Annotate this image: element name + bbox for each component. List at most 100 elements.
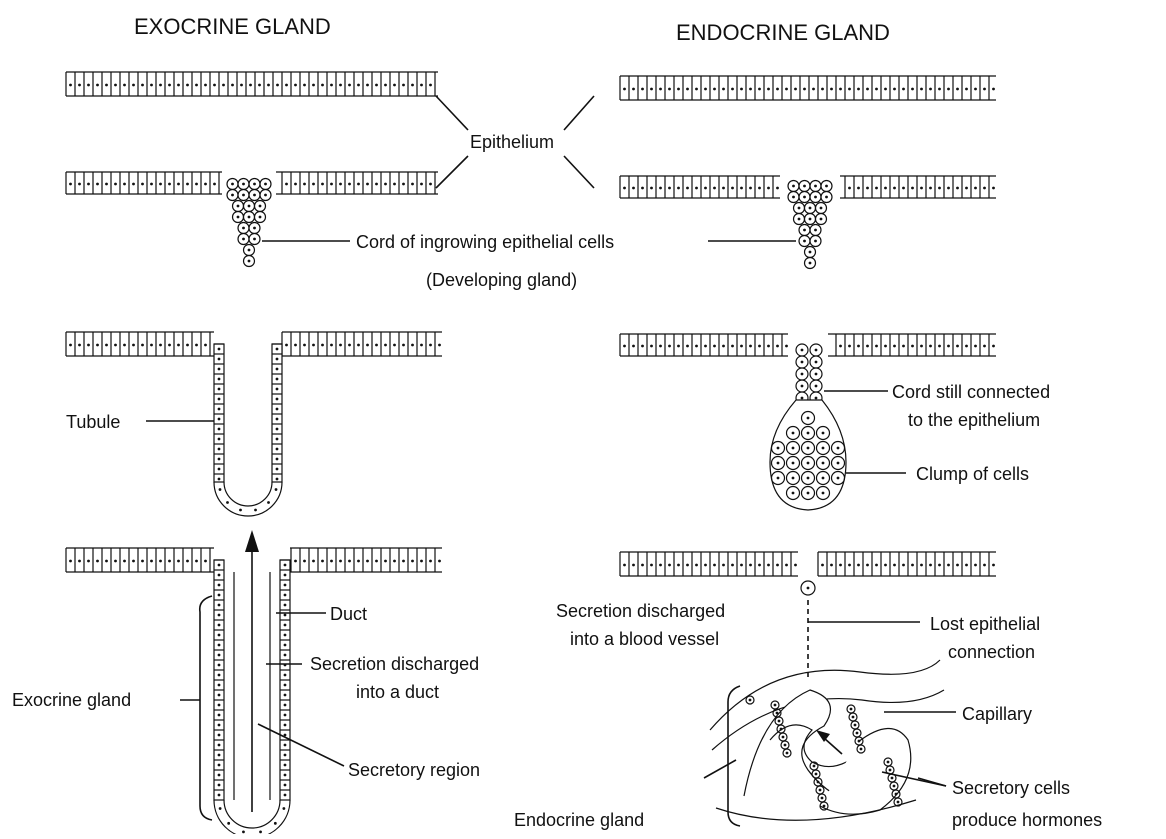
endo-cord-nucleus (798, 207, 801, 210)
epithelium-exo-2-nucleus (132, 183, 135, 186)
epithelium-endo-1-nucleus (848, 88, 851, 91)
epithelium-endo-4-nucleus (641, 564, 644, 567)
exo-gland-nucleus (218, 714, 221, 717)
exo-cord-nucleus (253, 183, 256, 186)
epithelium-exo-3-nucleus (159, 344, 162, 347)
exo-gland-nucleus (284, 794, 287, 797)
epithelium-endo-1-nucleus (983, 88, 986, 91)
endo-cord-nucleus (809, 218, 812, 221)
exo-tubule-nucleus (218, 428, 221, 431)
exo-gland-bend-nucleus (274, 822, 277, 825)
epithelium-exo-1-nucleus (294, 84, 297, 87)
epithelium-endo-3-nucleus (677, 345, 680, 348)
epithelium-exo-3-nucleus (411, 344, 414, 347)
clump-nucleus (807, 492, 810, 495)
epithelium-exo-2-nucleus (429, 183, 432, 186)
epithelium-endo-4-nucleus (938, 564, 941, 567)
exo-gland-nucleus (218, 684, 221, 687)
epithelium-endo-1-nucleus (812, 88, 815, 91)
exo-tubule-nucleus (218, 348, 221, 351)
exo-gland-nucleus (218, 734, 221, 737)
epithelium-exo-4-nucleus (78, 560, 81, 563)
epithelium-endo-3-nucleus (857, 345, 860, 348)
epithelium-exo-1-nucleus (141, 84, 144, 87)
epithelium-endo-1-nucleus (713, 88, 716, 91)
clump-nucleus (807, 432, 810, 435)
epithelium-endo-2-nucleus (974, 187, 977, 190)
exo-gland-nucleus (218, 584, 221, 587)
epithelium-endo-2-nucleus (875, 187, 878, 190)
epithelium-endo-4-nucleus (677, 564, 680, 567)
exo-cord-nucleus (242, 227, 245, 230)
exo-tubule-nucleus (276, 398, 279, 401)
cord-label-line2: (Developing gland) (426, 270, 577, 290)
exo-gland-nucleus (218, 704, 221, 707)
exo-tubule-nucleus (218, 368, 221, 371)
epithelium-exo-1-nucleus (375, 84, 378, 87)
endocrine-gland-label: Endocrine gland (514, 810, 644, 830)
epithelium-exo-4-nucleus (312, 560, 315, 563)
exo-tubule-bend-nucleus (226, 501, 229, 504)
epithelium-endo-1-nucleus (785, 88, 788, 91)
epithelium-endo-4-nucleus (893, 564, 896, 567)
epithelium-exo-3-nucleus (87, 344, 90, 347)
gland-nucleus (856, 732, 859, 735)
endo-cord-nucleus (792, 185, 795, 188)
gland-nucleus (852, 716, 855, 719)
epithelium-exo-4-nucleus (132, 560, 135, 563)
endo-cord-nucleus (803, 196, 806, 199)
epithelium-endo-1-nucleus (974, 88, 977, 91)
epithelium-endo-2-nucleus (857, 187, 860, 190)
epithelium-exo-2-nucleus (204, 183, 207, 186)
exo-gland-nucleus (218, 634, 221, 637)
exo-gland-nucleus (218, 624, 221, 627)
endo-cord-nucleus (815, 361, 818, 364)
exo-tubule-bend-nucleus (267, 501, 270, 504)
epithelium-exo-4-nucleus (105, 560, 108, 563)
exo-gland-nucleus (218, 724, 221, 727)
epithelium-endo-3-nucleus (875, 345, 878, 348)
epithelium-exo-2-nucleus (366, 183, 369, 186)
exo-tubule-nucleus (218, 408, 221, 411)
epithelium-endo-3-nucleus (983, 345, 986, 348)
exo-gland-nucleus (284, 614, 287, 617)
epithelium-exo-2-nucleus (285, 183, 288, 186)
gland-nucleus (821, 797, 824, 800)
epithelium-exo-4-nucleus (411, 560, 414, 563)
endo-cord-nucleus (814, 196, 817, 199)
epithelium-endo-2-nucleus (965, 187, 968, 190)
epithelium-endo-3-nucleus (758, 345, 761, 348)
clump-nucleus (807, 477, 810, 480)
exo-gland-nucleus (284, 674, 287, 677)
epithelium-endo-4-nucleus (794, 564, 797, 567)
duct-label: Duct (330, 604, 367, 624)
epithelium-exo-4-nucleus (357, 560, 360, 563)
exo-tubule-nucleus (276, 478, 279, 481)
gland-nucleus (819, 789, 822, 792)
secretion-blood-line2: into a blood vessel (570, 629, 719, 649)
endo-cord-nucleus (814, 229, 817, 232)
epithelium-exo-2-nucleus (78, 183, 81, 186)
epithelium-endo-3-nucleus (731, 345, 734, 348)
epithelium-exo-3-nucleus (420, 344, 423, 347)
epithelium-exo-3-nucleus (204, 344, 207, 347)
epithelium-exo-1-nucleus (285, 84, 288, 87)
epithelium-endo-3-nucleus (686, 345, 689, 348)
exo-tubule-bend-nucleus (254, 509, 257, 512)
epithelium-endo-1-nucleus (992, 88, 995, 91)
clump-nucleus (777, 477, 780, 480)
exo-gland-nucleus (284, 654, 287, 657)
exo-cord-nucleus (264, 194, 267, 197)
exo-tubule-bend-nucleus (275, 488, 278, 491)
clump-nucleus (822, 492, 825, 495)
clump-nucleus (792, 462, 795, 465)
exo-gland-bend-nucleus (227, 822, 230, 825)
epithelium-endo-4-nucleus (704, 564, 707, 567)
clump-nucleus (837, 462, 840, 465)
epithelium-endo-2-nucleus (686, 187, 689, 190)
epithelium-exo-3-nucleus (375, 344, 378, 347)
epithelium-endo-4-nucleus (911, 564, 914, 567)
epithelium-exo-2-nucleus (69, 183, 72, 186)
gland-nucleus (891, 777, 894, 780)
